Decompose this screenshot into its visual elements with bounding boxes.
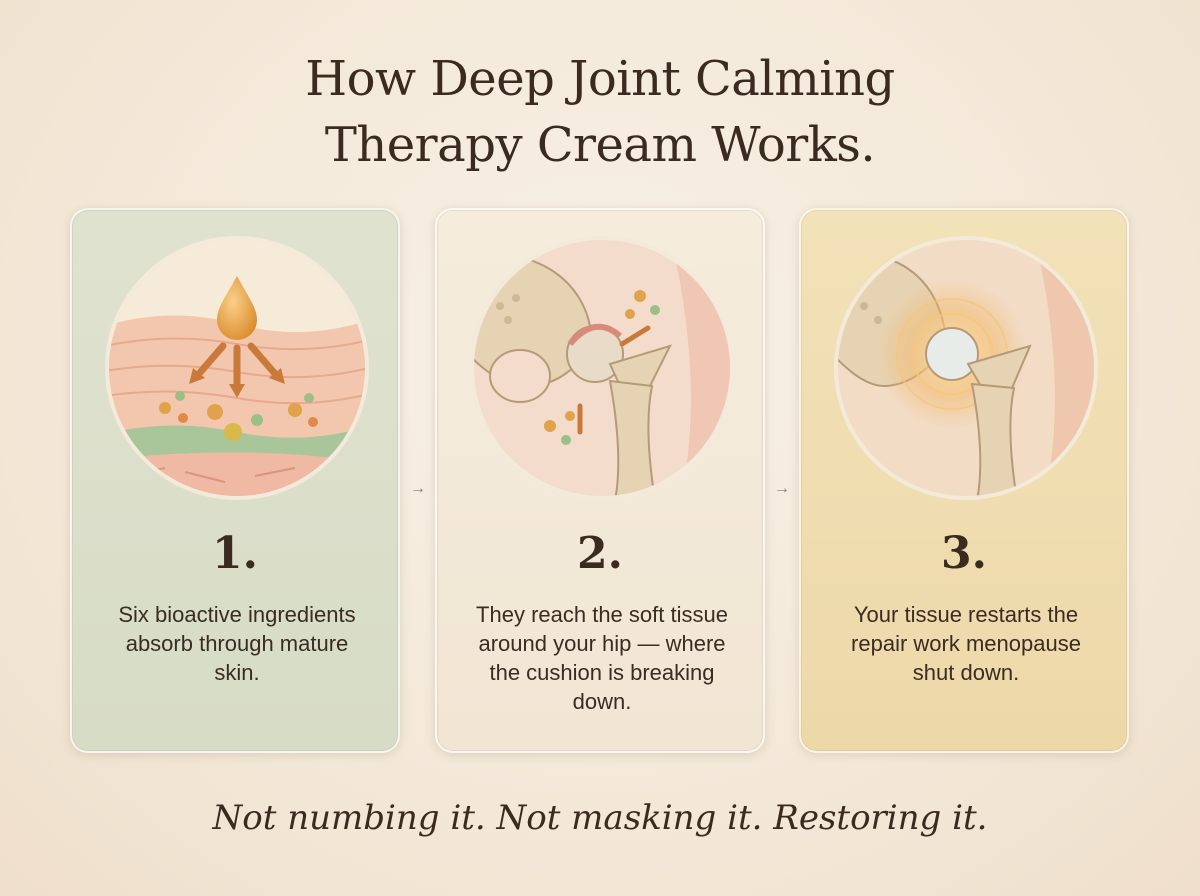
step-number-1: 1. (212, 528, 258, 579)
page-title: How Deep Joint Calming Therapy Cream Wor… (0, 46, 1200, 178)
hip-joint-tissue-illustration (470, 236, 734, 500)
step-number-3: 3. (941, 528, 987, 579)
hip-joint-glow-illustration (834, 236, 1098, 500)
title-line-1: How Deep Joint Calming (305, 51, 895, 107)
title-line-2: Therapy Cream Works. (324, 117, 876, 173)
step-card-2: 2. They reach the soft tissue around you… (435, 208, 765, 753)
step-card-3: 3. Your tissue restarts the repair work … (799, 208, 1129, 753)
step-card-1: 1. Six bioactive ingredients absorb thro… (70, 208, 400, 753)
step-description-3: Your tissue restarts the repair work men… (851, 602, 1081, 685)
skin-absorption-illustration (105, 236, 369, 500)
tagline: Not numbing it. Not masking it. Restorin… (212, 798, 988, 838)
step-description-2: They reach the soft tissue around your h… (476, 602, 728, 714)
step-arrow-1: → (410, 480, 426, 497)
step-arrow-2: → (774, 480, 790, 497)
step-number-2: 2. (577, 528, 623, 579)
step-description-1: Six bioactive ingredients absorb through… (118, 602, 356, 685)
